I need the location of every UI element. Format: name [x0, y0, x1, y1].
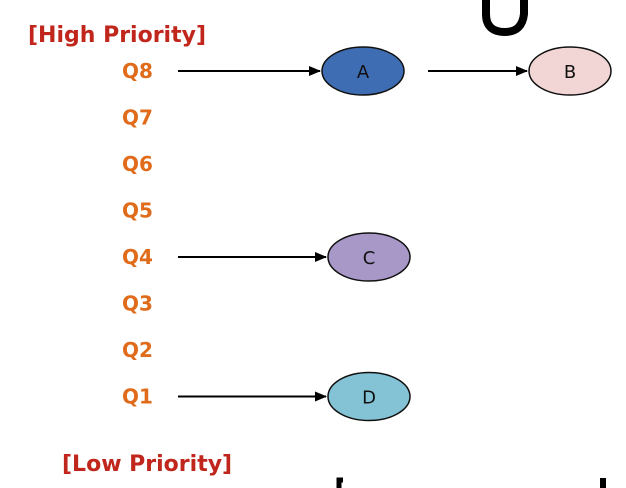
node-label-d: D: [362, 388, 376, 409]
cropped-bottom-mark-left: [336, 477, 343, 488]
queue-arrows: [178, 66, 528, 402]
node-c: [327, 232, 411, 282]
queue-label-q7: Q7: [122, 106, 153, 130]
node-label-c: C: [363, 248, 376, 269]
node-label-b: B: [564, 62, 576, 83]
node-a: [321, 46, 405, 96]
cropped-top-glyph: [482, 0, 528, 37]
node-b: [528, 46, 612, 96]
low-priority-label: [Low Priority]: [62, 452, 232, 477]
high-priority-label: [High Priority]: [28, 23, 206, 48]
queue-label-q8: Q8: [122, 59, 153, 83]
node-label-a: A: [357, 62, 370, 83]
queue-label-q3: Q3: [122, 292, 153, 316]
queue-label-q1: Q1: [122, 385, 153, 409]
queue-label-q6: Q6: [122, 152, 153, 176]
nodes: A B C D: [321, 46, 612, 422]
queue-label-q2: Q2: [122, 338, 153, 362]
node-d: [327, 371, 411, 422]
queue-label-q5: Q5: [122, 199, 153, 223]
queue-label-q4: Q4: [122, 245, 153, 269]
